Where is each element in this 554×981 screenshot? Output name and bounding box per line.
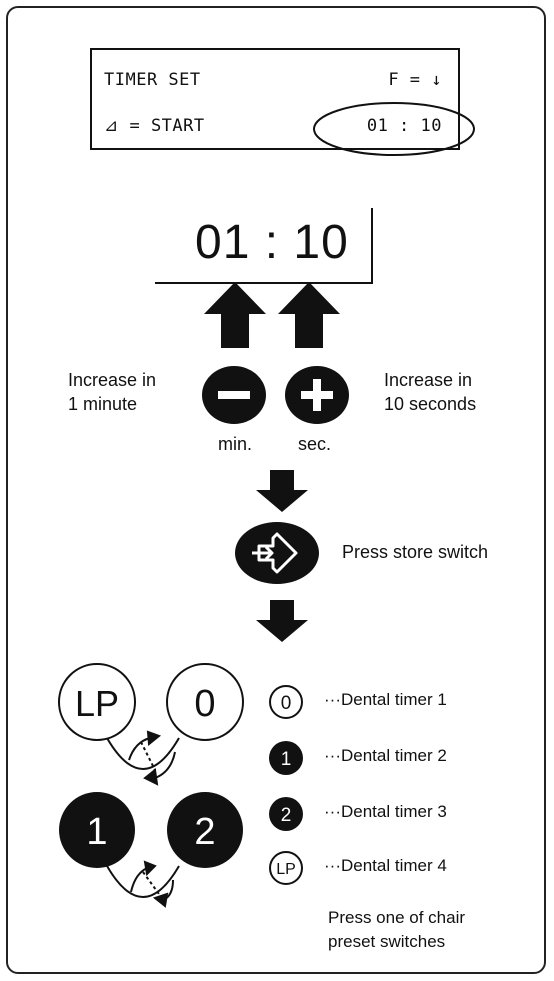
svg-text:1: 1 bbox=[86, 811, 107, 853]
rotate-arrows-bottom-icon bbox=[130, 860, 174, 908]
sec-label: sec. bbox=[298, 434, 332, 454]
switch-2[interactable]: 2 bbox=[167, 792, 243, 868]
legend-badge: 0 bbox=[269, 685, 303, 719]
footer-caption: Press one of chair preset switches bbox=[328, 908, 466, 951]
up-arrow-seconds bbox=[278, 282, 340, 348]
legend-badge: 1 bbox=[269, 741, 303, 775]
svg-text:2: 2 bbox=[194, 811, 215, 853]
lcd-time: 01 : 10 bbox=[366, 116, 442, 136]
minus-icon bbox=[218, 391, 250, 399]
rotate-arrows-top-icon bbox=[128, 730, 176, 786]
legend-row: 1 ···Dental timer 2 bbox=[268, 740, 447, 781]
switch-1[interactable]: 1 bbox=[59, 792, 135, 868]
switch-lp[interactable]: LP bbox=[58, 663, 136, 741]
time-bracket bbox=[155, 208, 373, 284]
store-caption: Press store switch bbox=[342, 542, 489, 562]
svg-text:0: 0 bbox=[194, 683, 215, 725]
down-arrow-2 bbox=[256, 600, 308, 642]
plus-button[interactable] bbox=[285, 366, 349, 424]
legend-row: 0 ···Dental timer 1 bbox=[268, 684, 447, 725]
legend-badge: LP bbox=[269, 851, 303, 885]
legend-text: ···Dental timer 3 bbox=[324, 802, 447, 821]
legend-row: LP ···Dental timer 4 bbox=[268, 850, 447, 891]
time-highlight-ellipse bbox=[313, 102, 475, 156]
down-arrow-1 bbox=[256, 470, 308, 512]
store-icon bbox=[252, 532, 298, 574]
svg-text:1: 1 bbox=[281, 749, 292, 770]
up-arrows bbox=[204, 282, 340, 348]
time-readout: 01 : 10 bbox=[195, 216, 349, 269]
minus-button[interactable] bbox=[202, 366, 266, 424]
store-switch[interactable] bbox=[232, 520, 322, 586]
chair-preset-switches: LP 0 1 2 bbox=[58, 663, 244, 908]
up-arrow-minutes bbox=[204, 282, 266, 348]
svg-text:0: 0 bbox=[281, 693, 292, 714]
minus-note: Increase in 1 minute bbox=[68, 370, 157, 414]
min-label: min. bbox=[218, 434, 253, 454]
legend-badge: 2 bbox=[269, 797, 303, 831]
switch-0[interactable]: 0 bbox=[166, 663, 244, 741]
legend-text: ···Dental timer 4 bbox=[324, 856, 447, 875]
lcd-title: TIMER SET bbox=[104, 70, 201, 90]
lcd-start-key: ⊿ = START bbox=[104, 116, 205, 136]
lcd-display: TIMER SET F = ↓ ⊿ = START 01 : 10 bbox=[90, 48, 460, 150]
plus-note: Increase in 10 seconds bbox=[384, 370, 477, 414]
legend-text: ···Dental timer 2 bbox=[324, 746, 447, 765]
svg-text:LP: LP bbox=[276, 861, 296, 878]
legend-row: 2 ···Dental timer 3 bbox=[268, 796, 447, 837]
page-frame bbox=[6, 6, 546, 974]
adjust-buttons bbox=[202, 366, 349, 424]
legend-text: ···Dental timer 1 bbox=[324, 690, 447, 709]
lcd-f-key: F = ↓ bbox=[388, 70, 442, 90]
svg-text:LP: LP bbox=[75, 683, 119, 724]
svg-text:2: 2 bbox=[281, 805, 292, 826]
